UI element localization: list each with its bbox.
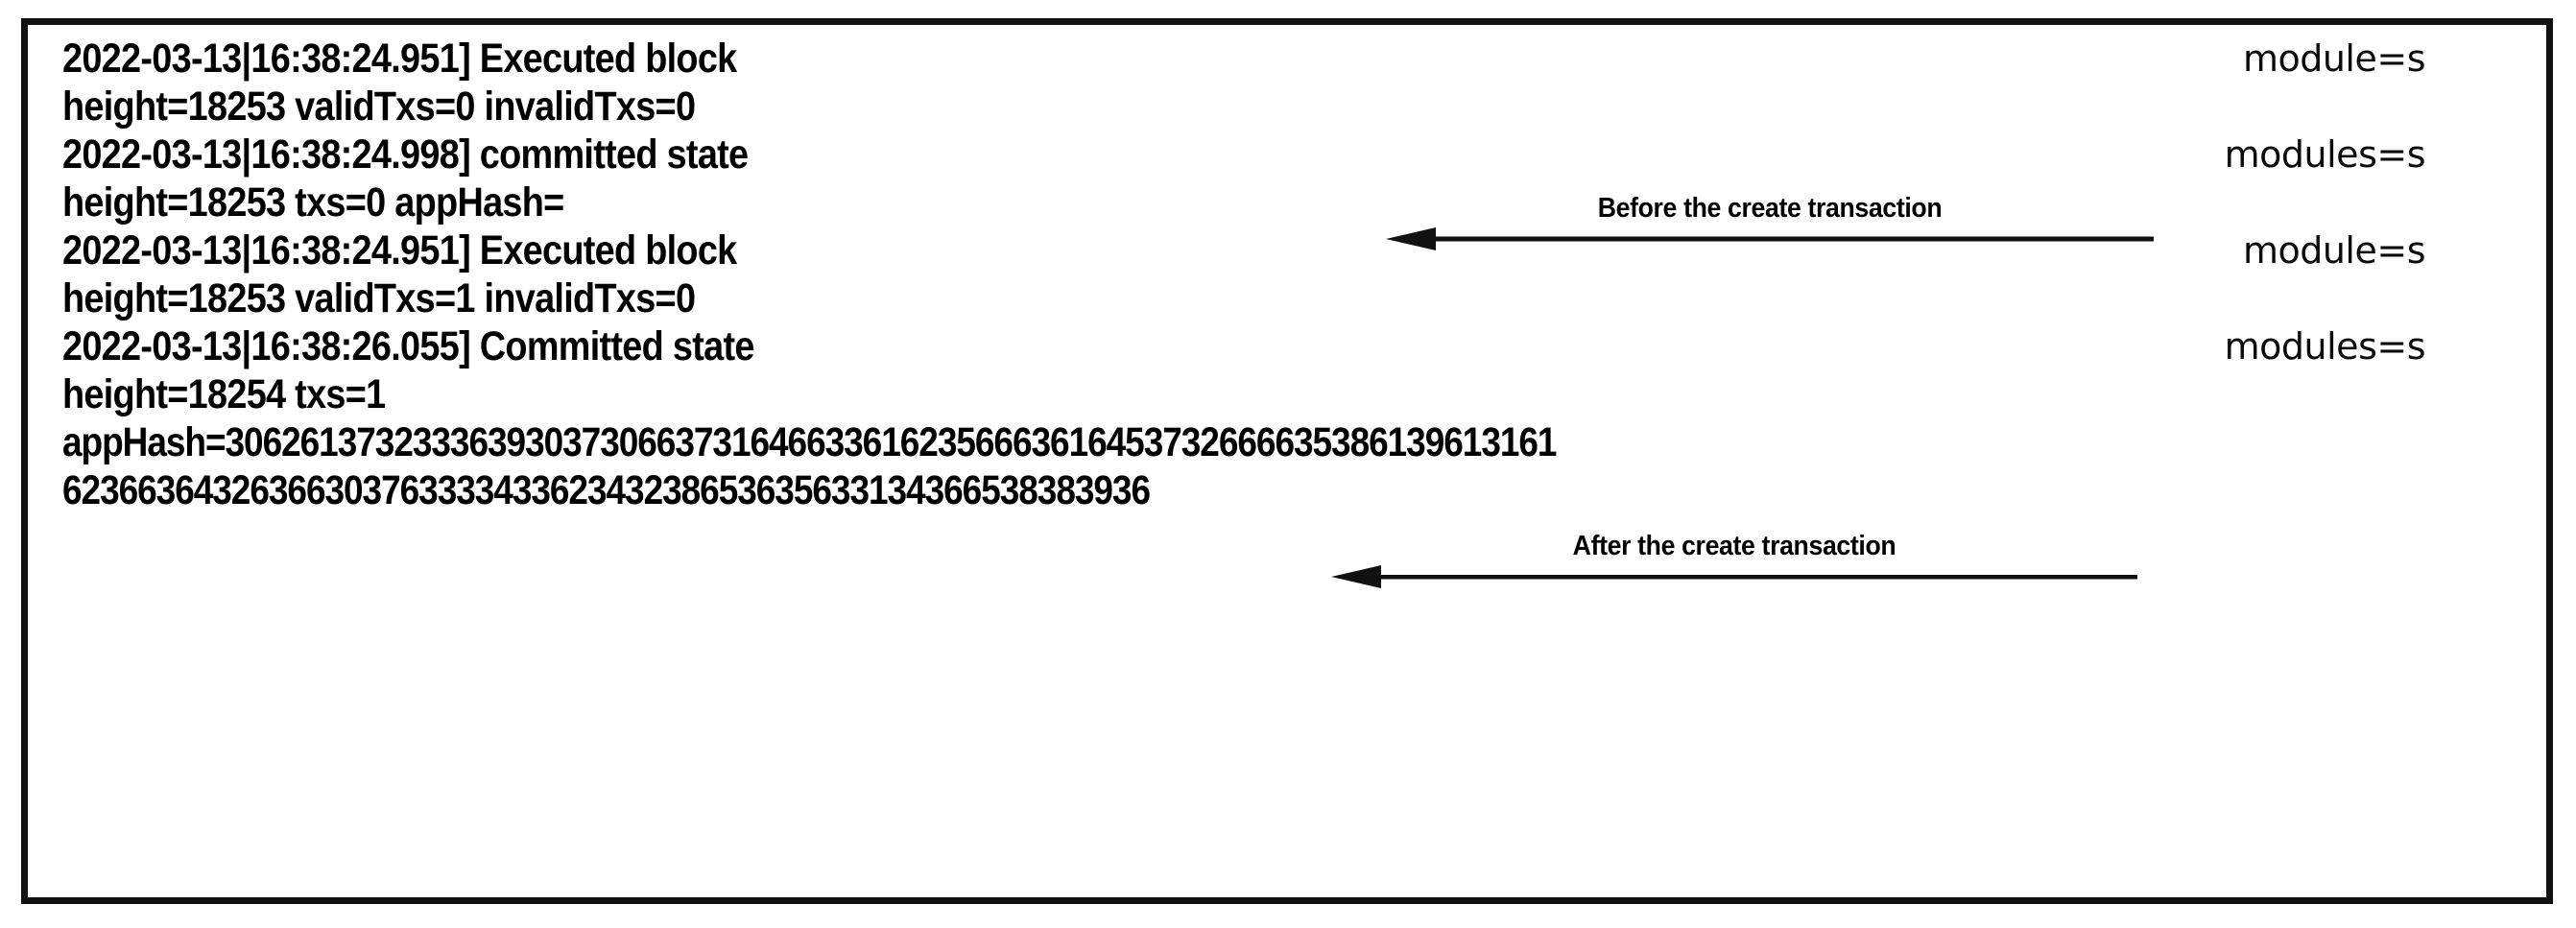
annotation-label: After the create transaction	[1572, 531, 1896, 561]
log-line-tag: modules=s	[2224, 133, 2426, 176]
log-line-tag: modules=s	[2224, 325, 2426, 368]
log-line: height=18253 txs=0 appHash=	[62, 178, 2537, 226]
log-line-text: height=18253 txs=0 appHash=	[62, 179, 564, 226]
log-line: 2022-03-13|16:38:24.951] Executed block …	[62, 35, 2537, 83]
log-line: height=18253 validTxs=1 invalidTxs=0	[62, 274, 2537, 322]
log-line: 2022-03-13|16:38:24.951] Executed block …	[62, 226, 2537, 274]
log-line-app-hash-continued: 6236636432636630376333343362343238653635…	[62, 466, 2537, 514]
log-line: height=18254 txs=1	[62, 370, 2537, 418]
annotation-label: Before the create transaction	[1597, 193, 1943, 224]
log-line-text: height=18253 validTxs=1 invalidTxs=0	[62, 275, 696, 321]
arrow-left-icon	[1386, 227, 2154, 250]
annotation-before: Before the create transaction	[1386, 193, 2154, 260]
log-line-text: 2022-03-13|16:38:26.055] Committed state	[62, 323, 754, 369]
log-figure-panel: 2022-03-13|16:38:24.951] Executed block …	[21, 18, 2553, 904]
log-line-text: 6236636432636630376333343362343238653635…	[62, 467, 1151, 513]
log-line-tag: module=s	[2242, 37, 2426, 80]
log-line-app-hash: appHash=30626137323336393037306637316466…	[62, 418, 2537, 466]
log-line-text: appHash=30626137323336393037306637316466…	[62, 419, 1557, 465]
log-line-text: 2022-03-13|16:38:24.951] Executed block	[62, 36, 737, 82]
log-line-tag: module=s	[2242, 229, 2426, 272]
log-output-block: 2022-03-13|16:38:24.951] Executed block …	[62, 35, 2537, 897]
log-line: height=18253 validTxs=0 invalidTxs=0	[62, 83, 2537, 131]
arrow-left-icon	[1331, 565, 2137, 588]
log-line-text: 2022-03-13|16:38:24.951] Executed block	[62, 227, 737, 274]
log-line-text: height=18254 txs=1	[62, 371, 386, 417]
log-line: 2022-03-13|16:38:26.055] Committed state…	[62, 322, 2537, 370]
log-line-text: height=18253 validTxs=0 invalidTxs=0	[62, 83, 696, 130]
log-line: 2022-03-13|16:38:24.998] committed state…	[62, 131, 2537, 178]
log-line-text: 2022-03-13|16:38:24.998] committed state	[62, 131, 749, 178]
annotation-after: After the create transaction	[1331, 531, 2137, 598]
